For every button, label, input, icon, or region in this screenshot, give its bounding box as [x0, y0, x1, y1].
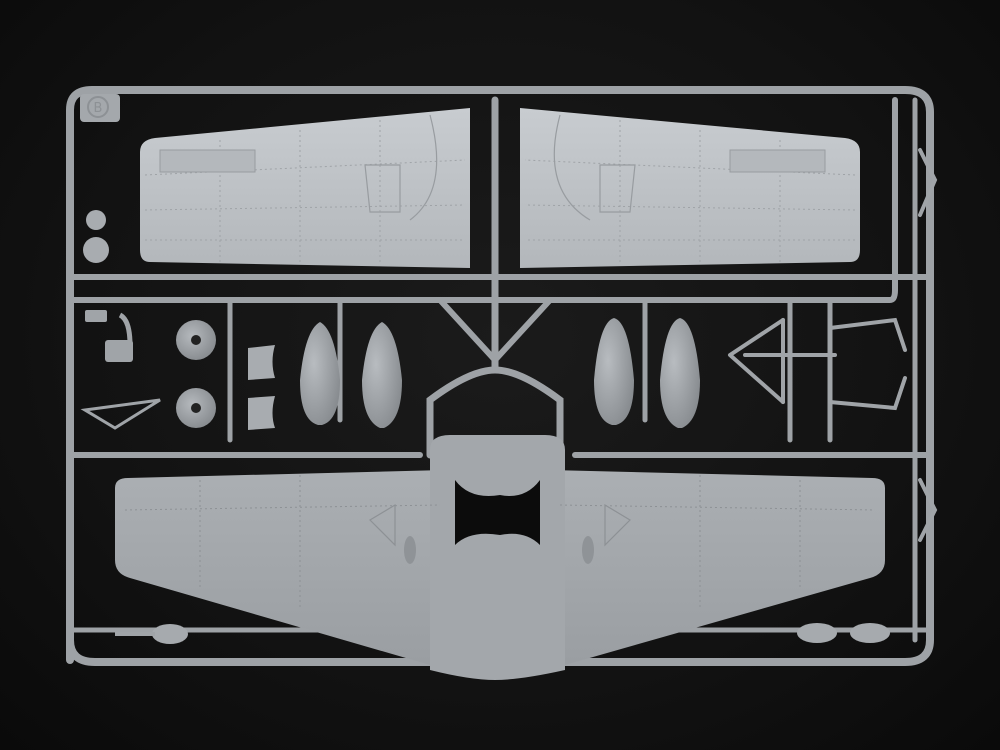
sprue-tag: B [80, 94, 120, 122]
upper-wing-left [140, 108, 470, 268]
main-wheels [176, 320, 216, 428]
landing-gear-struts [728, 148, 938, 542]
gear-doors [248, 345, 275, 430]
pitot-pod [115, 624, 188, 644]
small-parts-left [80, 210, 161, 430]
drop-tanks-left [300, 322, 402, 428]
drop-tanks-right [594, 318, 700, 428]
lower-wing-center [115, 435, 885, 680]
upper-wing-right [520, 108, 860, 268]
small-pods [797, 623, 890, 643]
svg-text:B: B [94, 101, 103, 116]
